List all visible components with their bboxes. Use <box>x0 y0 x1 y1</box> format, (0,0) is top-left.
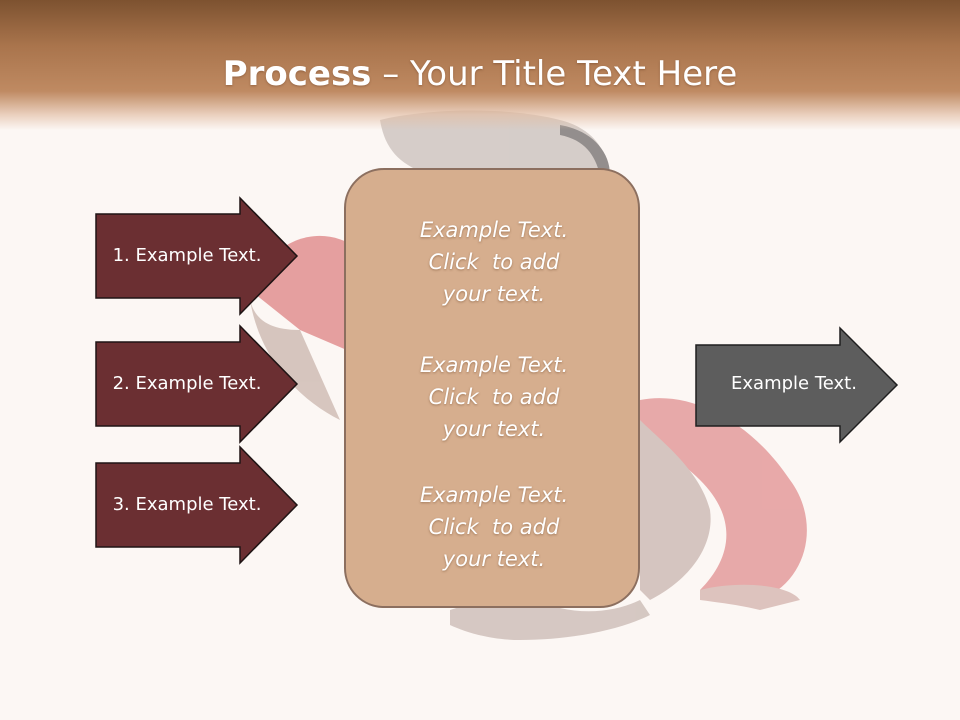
center-text-block-2[interactable]: Example Text. Click to add your text. <box>346 349 642 445</box>
center-text-block-3[interactable]: Example Text. Click to add your text. <box>346 479 642 575</box>
step-2-label: 2. Example Text. <box>112 373 262 394</box>
step-3-label: 3. Example Text. <box>112 494 262 515</box>
right-arrow-shape-output[interactable] <box>695 326 899 444</box>
block-line: your text. <box>442 417 546 441</box>
title-rest: – Your Title Text Here <box>371 54 738 94</box>
block-line: Example Text. <box>419 218 569 242</box>
block-line: Click to add <box>428 250 560 274</box>
slide-title[interactable]: Process – Your Title Text Here <box>0 52 960 96</box>
center-text-box[interactable]: Example Text. Click to add your text. Ex… <box>344 168 640 608</box>
block-line: your text. <box>442 547 546 571</box>
title-bold: Process <box>222 54 372 94</box>
title-banner <box>0 0 960 130</box>
output-label: Example Text. <box>731 373 857 394</box>
right-arrow-shape-2[interactable] <box>95 324 299 444</box>
step-1-label: 1. Example Text. <box>112 245 262 266</box>
right-arrow-shape-3[interactable] <box>95 445 299 565</box>
block-line: Example Text. <box>419 353 569 377</box>
center-text-block-1[interactable]: Example Text. Click to add your text. <box>346 214 642 310</box>
block-line: Click to add <box>428 385 560 409</box>
block-line: Example Text. <box>419 483 569 507</box>
right-arrow-shape-1[interactable] <box>95 196 299 316</box>
block-line: your text. <box>442 282 546 306</box>
block-line: Click to add <box>428 515 560 539</box>
